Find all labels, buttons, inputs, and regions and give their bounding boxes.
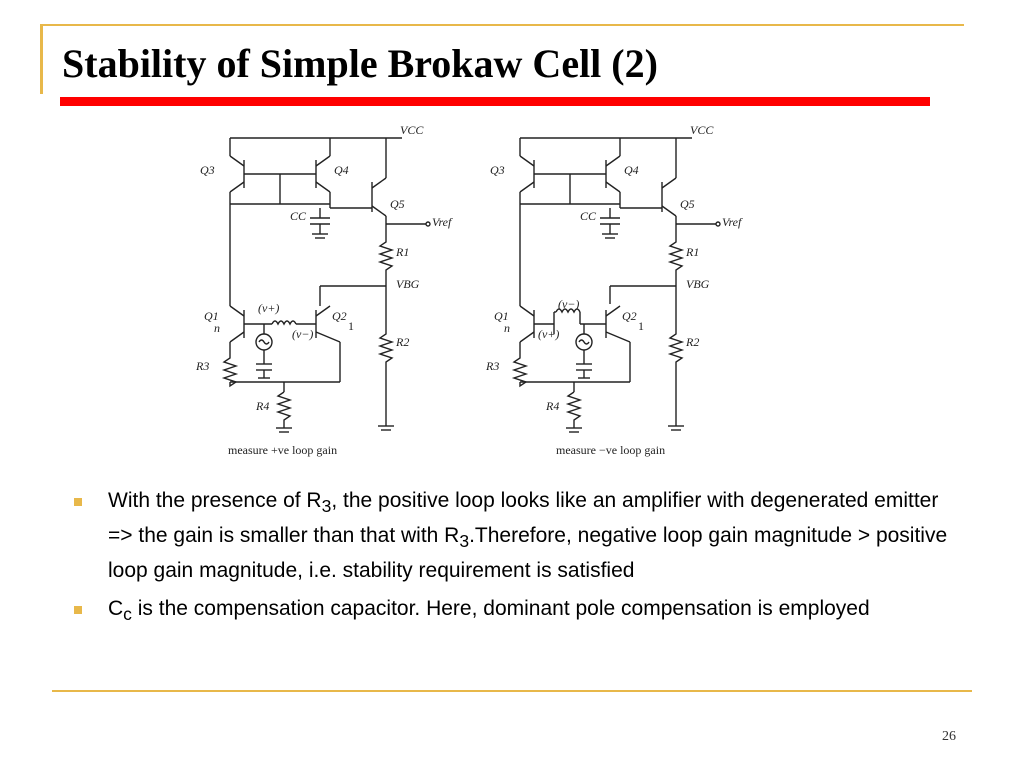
right-vminus-label: (v−) <box>558 297 579 311</box>
left-q2-label: Q2 <box>332 309 347 323</box>
brokaw-circuit-figure: VCC Q3 Q4 Q5 CC Vref R1 VBG Q1 Q2 n 1 (v… <box>190 116 770 466</box>
left-vminus-label: (v−) <box>292 327 313 341</box>
frame-top-rule <box>40 24 964 26</box>
slide-title: Stability of Simple Brokaw Cell (2) <box>62 41 658 86</box>
bullet-2-text-a: C <box>108 597 124 621</box>
left-r3-label: R3 <box>195 359 209 373</box>
bullet-2-text-b: is the compensation capacitor. Here, dom… <box>131 597 870 621</box>
left-circuit-wires <box>221 137 431 433</box>
bullet-1-sub-a: 3 <box>321 496 332 517</box>
left-r2-label: R2 <box>395 335 409 349</box>
right-q5-label: Q5 <box>680 197 695 211</box>
right-r4-label: R4 <box>545 399 559 413</box>
circuit-diagrams: VCC Q3 Q4 Q5 CC Vref R1 VBG Q1 Q2 n 1 (v… <box>195 123 743 457</box>
left-cc-label: CC <box>290 209 307 223</box>
left-n-label: n <box>214 321 220 335</box>
right-q2-label: Q2 <box>622 309 637 323</box>
right-r1-label: R1 <box>685 245 699 259</box>
right-vplus-label: (v+) <box>538 327 559 341</box>
left-q1-label: Q1 <box>204 309 219 323</box>
left-q3-label: Q3 <box>200 163 215 177</box>
right-q4-label: Q4 <box>624 163 639 177</box>
bullet-2-sub-a: c <box>123 604 132 625</box>
bullet-list: With the presence of R3, the positive lo… <box>70 486 950 638</box>
footer-rule <box>52 690 972 692</box>
bullet-1-text-c: .Therefore, negative loop gain magnitude… <box>108 524 948 583</box>
right-caption: measure −ve loop gain <box>556 443 665 457</box>
right-circuit-labels: VCC Q3 Q4 Q5 CC Vref R1 VBG Q1 Q2 n 1 (v… <box>485 123 743 457</box>
left-one-label: 1 <box>348 319 354 333</box>
right-r2-label: R2 <box>685 335 699 349</box>
right-r3-label: R3 <box>485 359 499 373</box>
left-caption: measure +ve loop gain <box>228 443 337 457</box>
page-number: 26 <box>942 729 956 744</box>
right-vcc-label: VCC <box>690 123 714 137</box>
left-vbg-label: VBG <box>396 277 420 291</box>
left-vcc-label: VCC <box>400 123 424 137</box>
bullet-1-text-b: , the positive loop looks like an amplif… <box>108 489 939 548</box>
right-vbg-label: VBG <box>686 277 710 291</box>
bullet-1-sub-b: 3 <box>459 531 470 552</box>
title-underline <box>60 97 930 106</box>
left-vplus-label: (v+) <box>258 301 279 315</box>
right-q3-label: Q3 <box>490 163 505 177</box>
right-q1-label: Q1 <box>494 309 509 323</box>
bullet-item-2: Cc is the compensation capacitor. Here, … <box>70 594 950 629</box>
bullet-1-text-a: With the presence of R <box>108 489 322 512</box>
left-circuit-labels: VCC Q3 Q4 Q5 CC Vref R1 VBG Q1 Q2 n 1 (v… <box>195 123 453 457</box>
right-vref-label: Vref <box>722 215 743 229</box>
left-r1-label: R1 <box>395 245 409 259</box>
bullet-item-1: With the presence of R3, the positive lo… <box>70 486 950 586</box>
square-bullet-icon <box>74 606 82 615</box>
right-one-label: 1 <box>638 319 644 333</box>
square-bullet-icon <box>74 498 82 506</box>
right-n-label: n <box>504 321 510 335</box>
right-cc-label: CC <box>580 209 597 223</box>
frame-left-rule <box>40 24 43 94</box>
left-q5-label: Q5 <box>390 197 405 211</box>
left-r4-label: R4 <box>255 399 269 413</box>
left-q4-label: Q4 <box>334 163 349 177</box>
right-circuit-wires <box>511 137 721 433</box>
left-vref-label: Vref <box>432 215 453 229</box>
